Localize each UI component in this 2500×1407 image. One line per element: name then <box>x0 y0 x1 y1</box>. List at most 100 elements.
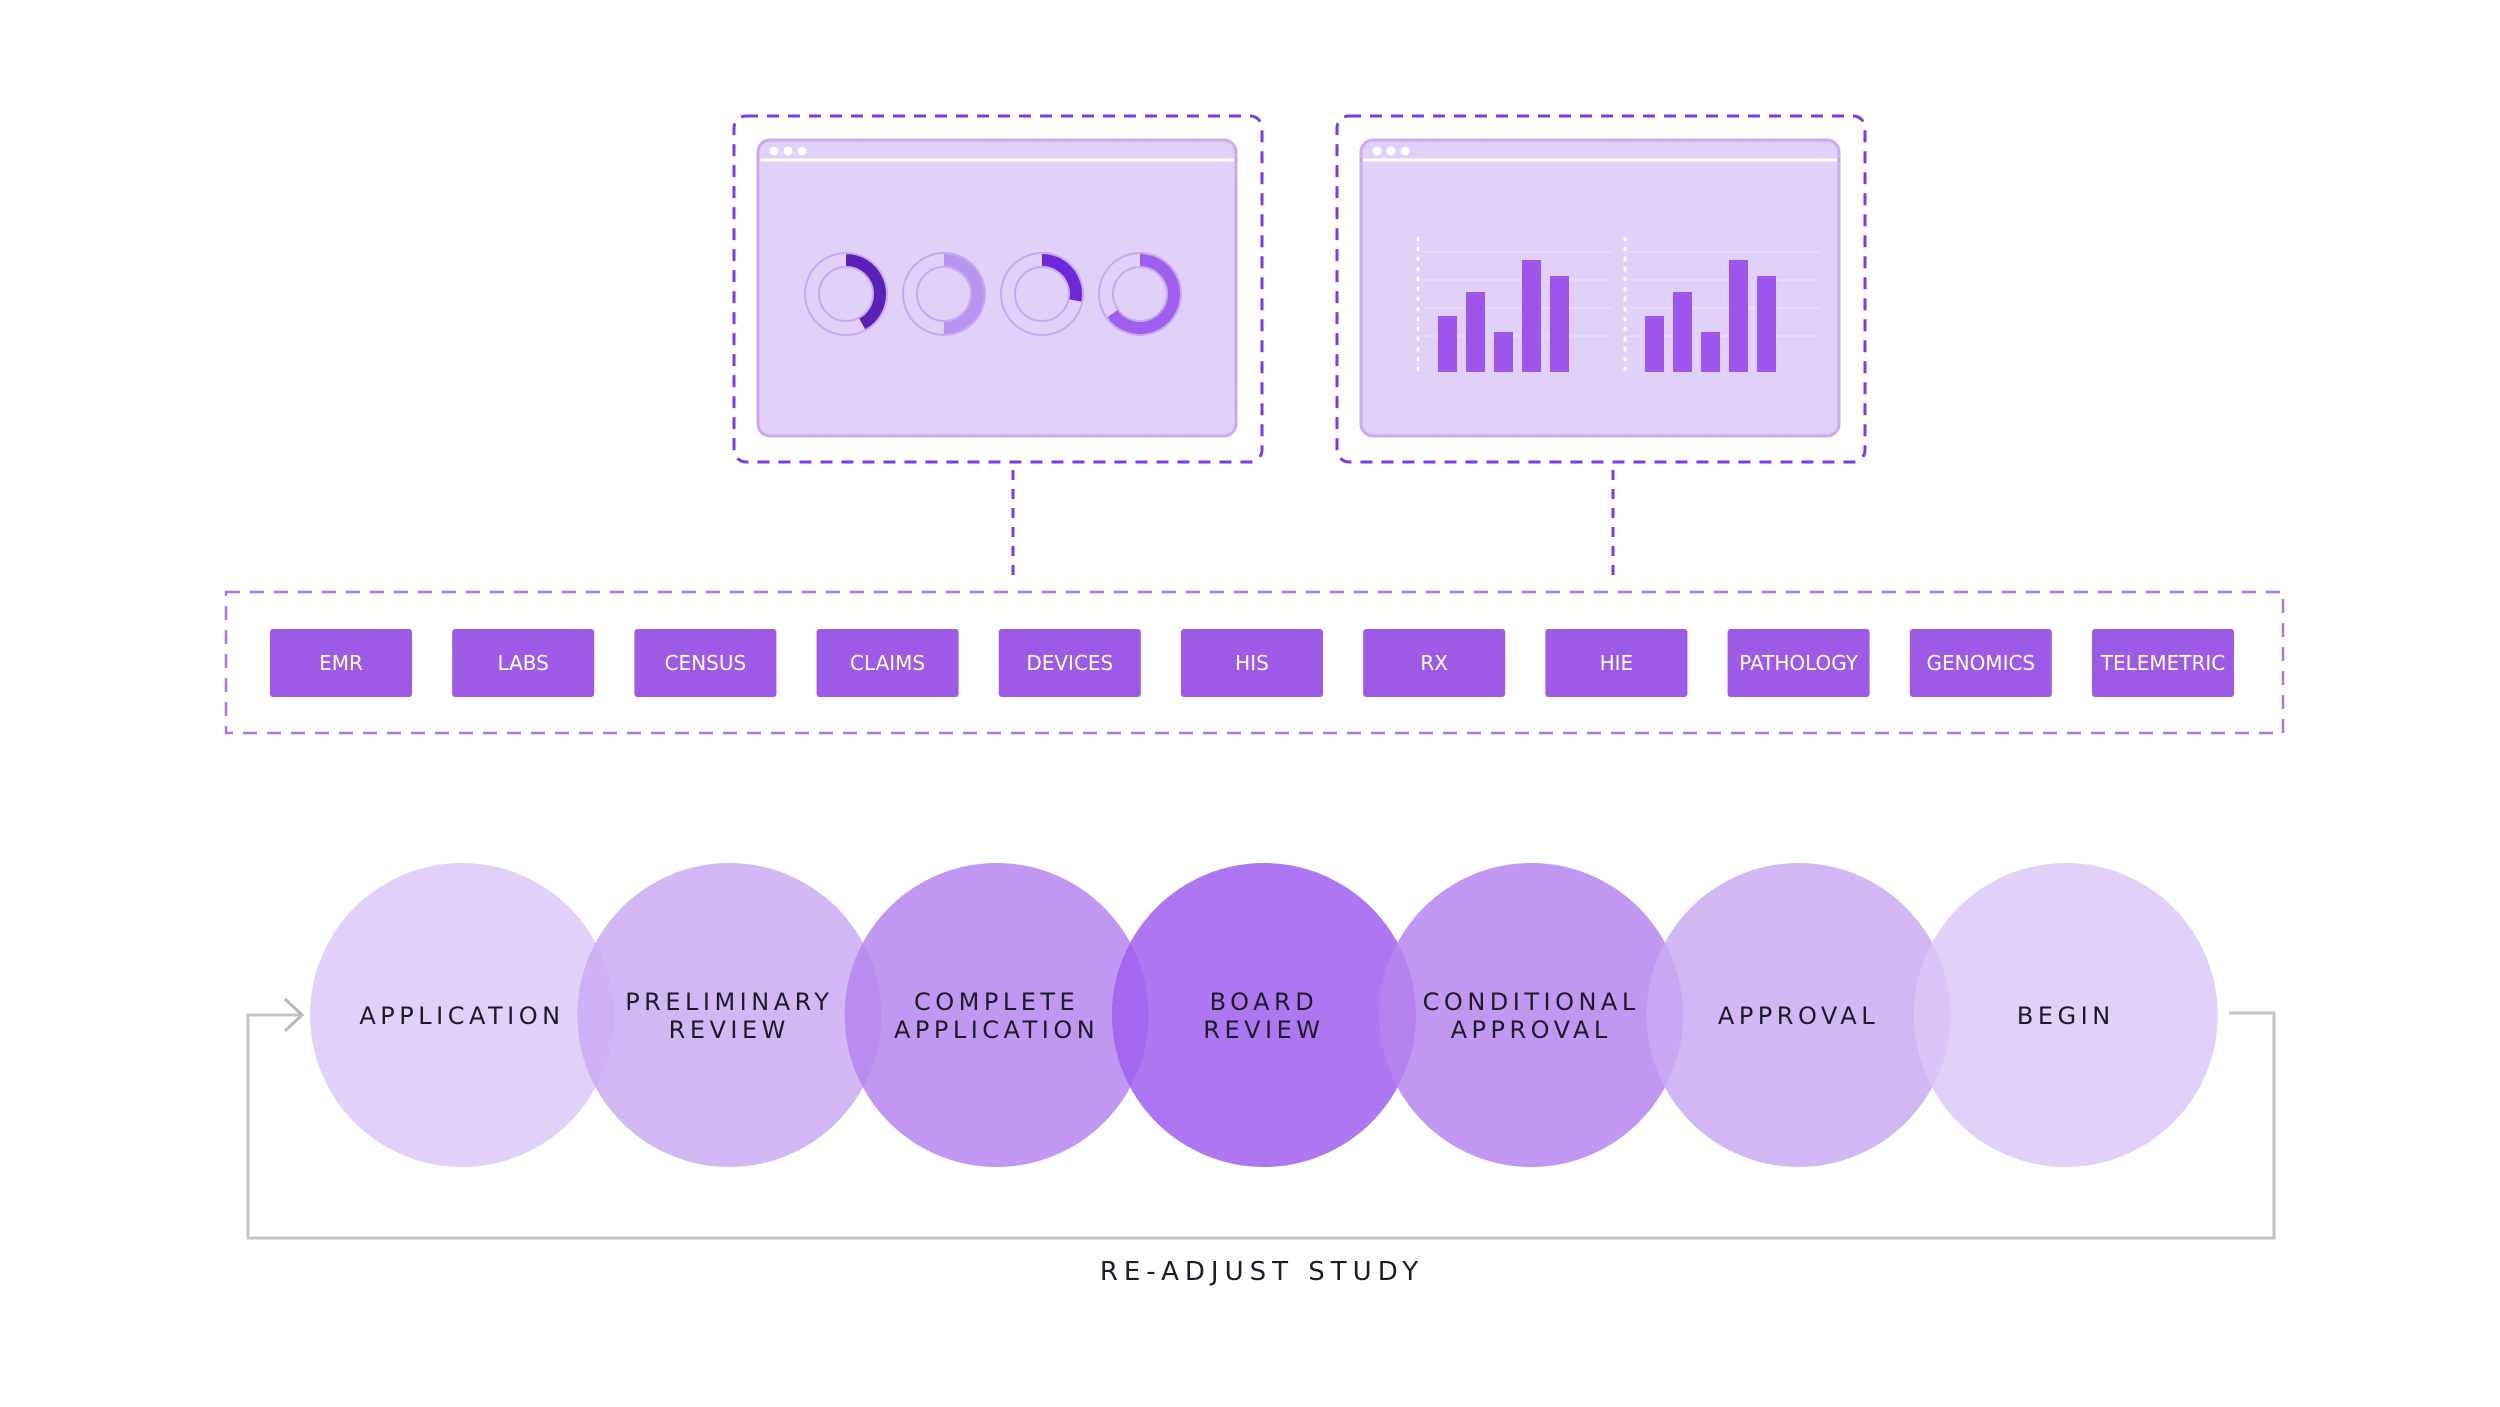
source-pill-emr: EMR <box>270 629 412 697</box>
source-pill-box <box>2092 629 2234 697</box>
chart-bar <box>1550 276 1569 372</box>
stage-label: REVIEW <box>669 1016 790 1044</box>
donut-outline <box>1098 252 1182 336</box>
source-pill-box <box>1545 629 1688 697</box>
window-dot-icon <box>1400 146 1410 156</box>
source-pill-label: HIS <box>1235 651 1269 675</box>
donut-chart <box>804 252 888 336</box>
stage-label: BOARD <box>1210 988 1319 1016</box>
stage-label: COMPLETE <box>914 988 1079 1016</box>
window-dot-icon <box>1386 146 1396 156</box>
dashboard-bars-frame <box>1335 114 1867 464</box>
stage-circle: BEGIN <box>1913 863 2218 1167</box>
donut-arc <box>1002 254 1082 334</box>
stage-circle: APPROVAL <box>1646 863 1951 1167</box>
window-dot-icon <box>783 146 793 156</box>
source-pill-claims: CLAIMS <box>816 629 959 697</box>
stage-bubble <box>1913 863 2218 1167</box>
source-pill-box <box>452 629 595 697</box>
chart-bar <box>1757 276 1776 372</box>
source-pill-box <box>1181 629 1323 697</box>
donut-arc <box>904 254 984 334</box>
source-pill-box <box>1363 629 1506 697</box>
source-pill-label: EMR <box>319 651 363 675</box>
donut-outline <box>1000 252 1084 336</box>
source-pill-label: DEVICES <box>1026 651 1113 675</box>
donut-outline <box>804 252 888 336</box>
source-pill-rx: RX <box>1363 629 1506 697</box>
source-pill-census: CENSUS <box>634 629 777 697</box>
stage-bubble <box>310 863 614 1167</box>
source-pill-devices: DEVICES <box>998 629 1141 697</box>
dashboard-group <box>732 114 1867 464</box>
data-sources-frame <box>224 590 2285 735</box>
donut-inner-outline <box>1014 266 1070 322</box>
source-pill-label: LABS <box>498 651 549 675</box>
donut-chart <box>1000 252 1084 336</box>
source-pill-telemetric: TELEMETRIC <box>2092 629 2234 697</box>
source-pill-label: HIE <box>1600 651 1634 675</box>
donut-arc <box>806 254 886 334</box>
stage-bubble <box>1379 863 1684 1167</box>
bar-chart-row <box>1416 236 1820 374</box>
window-dot-icon <box>1372 146 1382 156</box>
window-dot-icon <box>797 146 807 156</box>
donut-outline <box>902 252 986 336</box>
stage-label: REVIEW <box>1203 1016 1324 1044</box>
donut-inner-outline <box>916 266 972 322</box>
chart-bar <box>1438 316 1457 372</box>
source-pill-box <box>1727 629 1870 697</box>
stage-label: PRELIMINARY <box>625 988 833 1016</box>
source-pill-label: TELEMETRIC <box>2100 651 2226 675</box>
stage-label: APPROVAL <box>1718 1002 1879 1030</box>
chart-bar <box>1673 292 1692 372</box>
source-pill-box <box>1909 629 2052 697</box>
loop-arrow-icon <box>283 997 305 1033</box>
source-pill-label: CLAIMS <box>850 651 925 675</box>
data-source-list: EMR LABS CENSUS CLAIMS DEVICES HIS RX HIE PATHOL… <box>270 629 2234 697</box>
source-pill-hie: HIE <box>1545 629 1688 697</box>
dashboard-donuts-window <box>756 138 1238 438</box>
window-dot-icon <box>769 146 779 156</box>
source-pill-label: GENOMICS <box>1926 651 2035 675</box>
chart-bar <box>1522 260 1541 372</box>
stage-label: CONDITIONAL <box>1423 988 1640 1016</box>
stage-label: APPLICATION <box>359 1002 564 1030</box>
stage-label: APPROVAL <box>1451 1016 1612 1044</box>
loop-label: RE-ADJUST STUDY <box>1100 1257 1424 1287</box>
chart-bar <box>1466 292 1485 372</box>
donut-chart <box>902 252 986 336</box>
donut-inner-outline <box>1112 266 1168 322</box>
source-pill-genomics: GENOMICS <box>1909 629 2052 697</box>
donut-arc <box>1100 254 1180 334</box>
source-pill-label: PATHOLOGY <box>1739 651 1859 675</box>
source-pill-label: RX <box>1420 651 1448 675</box>
source-pill-label: CENSUS <box>665 651 747 675</box>
donut-chart <box>1098 252 1182 336</box>
source-pill-his: HIS <box>1181 629 1323 697</box>
source-pill-labs: LABS <box>452 629 595 697</box>
source-pill-pathology: PATHOLOGY <box>1727 629 1870 697</box>
chart-bar <box>1645 316 1664 372</box>
source-pill-box <box>998 629 1141 697</box>
stage-circle: APPLICATION <box>310 863 614 1167</box>
chart-bar <box>1729 260 1748 372</box>
loop-line <box>246 1011 2276 1240</box>
stage-label: APPLICATION <box>894 1016 1099 1044</box>
stage-label: BEGIN <box>2017 1002 2115 1030</box>
donut-chart-row <box>804 252 1182 336</box>
dashboard-donuts-frame <box>732 114 1264 464</box>
source-pill-box <box>816 629 959 697</box>
chart-bar <box>1701 332 1720 372</box>
source-pill-box <box>270 629 412 697</box>
chart-bar <box>1494 332 1513 372</box>
stage-bubble <box>1111 863 1416 1167</box>
source-pill-box <box>634 629 777 697</box>
stage-bubble <box>1646 863 1951 1167</box>
